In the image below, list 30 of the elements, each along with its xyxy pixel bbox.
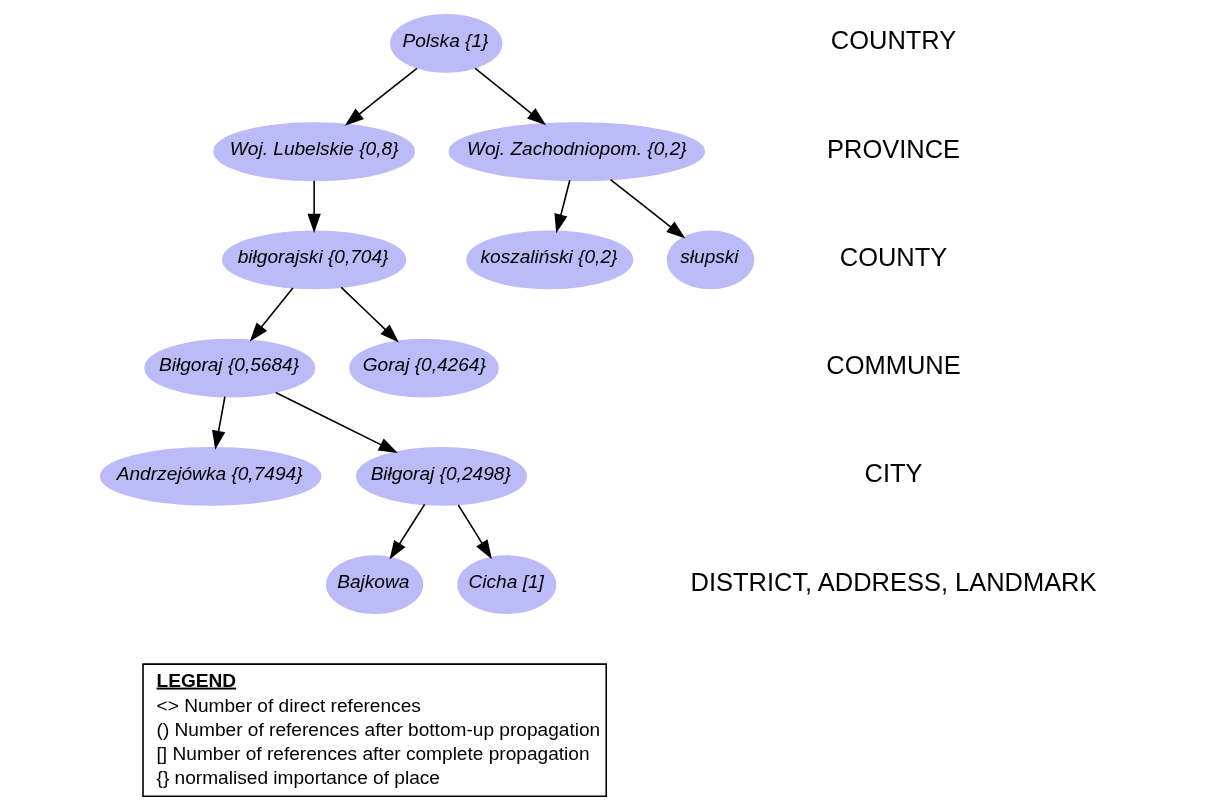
arrow bbox=[212, 395, 226, 450]
arrow bbox=[554, 179, 571, 234]
arrow bbox=[274, 391, 398, 454]
node-ellipse: Bajkowa bbox=[326, 555, 424, 614]
label: COUNTRY bbox=[830, 26, 957, 55]
label: COMMUNE bbox=[826, 351, 961, 380]
node-ellipse: Woj. Lubelskie {0,8} bbox=[213, 122, 416, 182]
arrow bbox=[474, 67, 547, 126]
arrow bbox=[307, 180, 321, 233]
node-ellipse: słupski bbox=[666, 230, 755, 290]
arrow bbox=[340, 286, 399, 343]
label: PROVINCE bbox=[827, 134, 961, 163]
node-box: LEGEND <> Number of direct references () Number of references after bottom-up propagation [] Number of references after complete propagation {} normalised importance of place bbox=[142, 663, 608, 798]
node-ellipse: Polska {1} bbox=[390, 13, 503, 73]
node-ellipse: Woj. Zachodniopom. {0,2} bbox=[448, 122, 706, 182]
node-ellipse: Goraj {0,4264} bbox=[349, 338, 499, 398]
node-ellipse: Cicha [1] bbox=[457, 555, 557, 614]
label: COUNTY bbox=[839, 242, 948, 271]
arrow bbox=[389, 503, 426, 560]
node-ellipse: Biłgoraj {0,2498} bbox=[356, 446, 527, 506]
arrow bbox=[457, 504, 492, 560]
arrow bbox=[344, 67, 418, 126]
node-ellipse: biłgorajski {0,704} bbox=[221, 230, 407, 290]
node-ellipse: Biłgoraj {0,5684} bbox=[144, 338, 316, 398]
arrow bbox=[249, 287, 294, 342]
node-ellipse: koszaliński {0,2} bbox=[466, 230, 634, 290]
node-ellipse: Andrzejówka {0,7494} bbox=[99, 446, 322, 506]
label: CITY bbox=[864, 459, 923, 488]
arrow bbox=[609, 178, 686, 239]
label: DISTRICT, ADDRESS, LANDMARK bbox=[690, 567, 1097, 596]
